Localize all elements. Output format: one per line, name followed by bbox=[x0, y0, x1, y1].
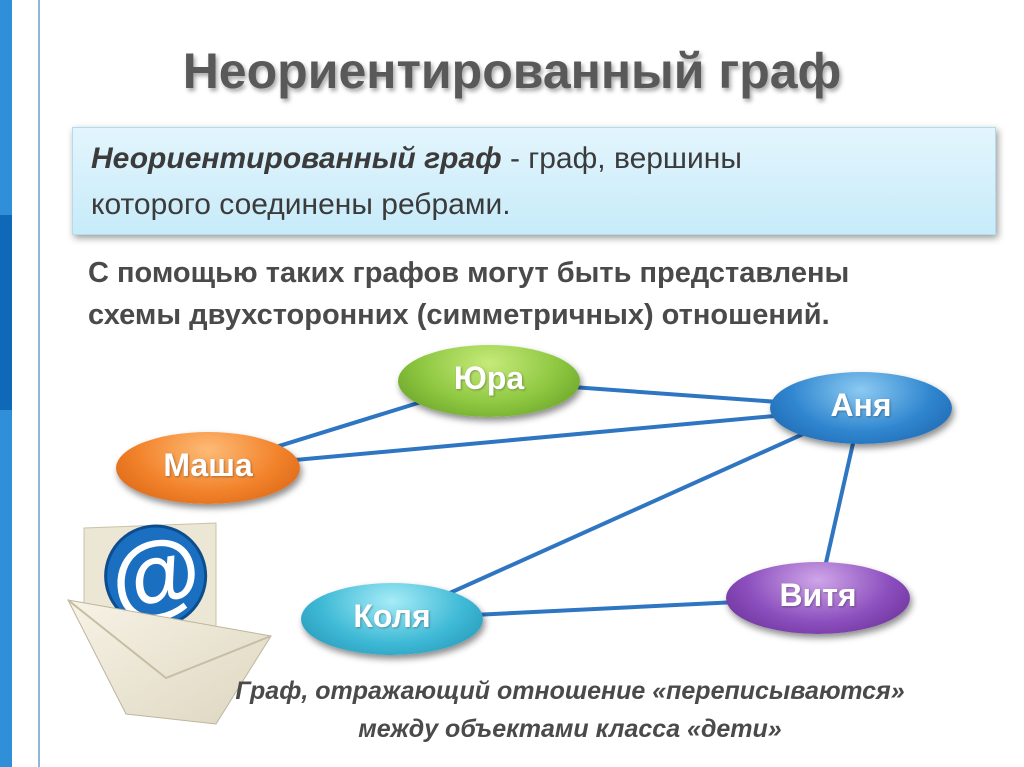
node-label-masha: Маша bbox=[163, 446, 253, 483]
graph-node-yura: Юра bbox=[398, 345, 580, 417]
slide-title: Неориентированный граф bbox=[182, 43, 842, 99]
node-label-anya: Аня bbox=[830, 386, 892, 423]
graph-node-anya: Аня bbox=[770, 372, 952, 444]
graph-node-vitya: Витя bbox=[726, 562, 910, 634]
definition-box: Неориентированный граф - граф, вершины к… bbox=[72, 127, 996, 235]
description-line1: С помощью таких графов могут быть предст… bbox=[88, 257, 850, 289]
caption-line2: между объектами класса «дети» bbox=[358, 715, 782, 743]
graph-node-kolya: Коля bbox=[301, 583, 483, 655]
graph-edge-anya-kolya bbox=[391, 406, 862, 621]
graph-edge-masha-anya bbox=[207, 406, 862, 470]
side-accent-bar-highlight bbox=[0, 215, 12, 410]
caption-text: Граф, отражающий отношение «переписывают… bbox=[130, 672, 1010, 748]
envelope-at-icon: @ bbox=[67, 518, 272, 725]
node-label-vitya: Витя bbox=[779, 576, 857, 613]
definition-text: Неориентированный граф - граф, вершины к… bbox=[91, 136, 971, 228]
graph-node-masha: Маша bbox=[116, 432, 300, 504]
definition-line1-rest: - граф, вершины bbox=[501, 142, 742, 175]
description-line2: схемы двухсторонних (симметричных) отнош… bbox=[88, 299, 830, 331]
definition-line2: которого соединены ребрами. bbox=[91, 188, 511, 221]
definition-term: Неориентированный граф bbox=[91, 142, 502, 175]
description-text: С помощью таких графов могут быть предст… bbox=[88, 252, 998, 336]
caption-line1: Граф, отражающий отношение «переписывают… bbox=[235, 677, 905, 705]
side-divider-line bbox=[38, 0, 40, 767]
node-label-yura: Юра bbox=[453, 359, 525, 396]
node-label-kolya: Коля bbox=[353, 597, 431, 634]
